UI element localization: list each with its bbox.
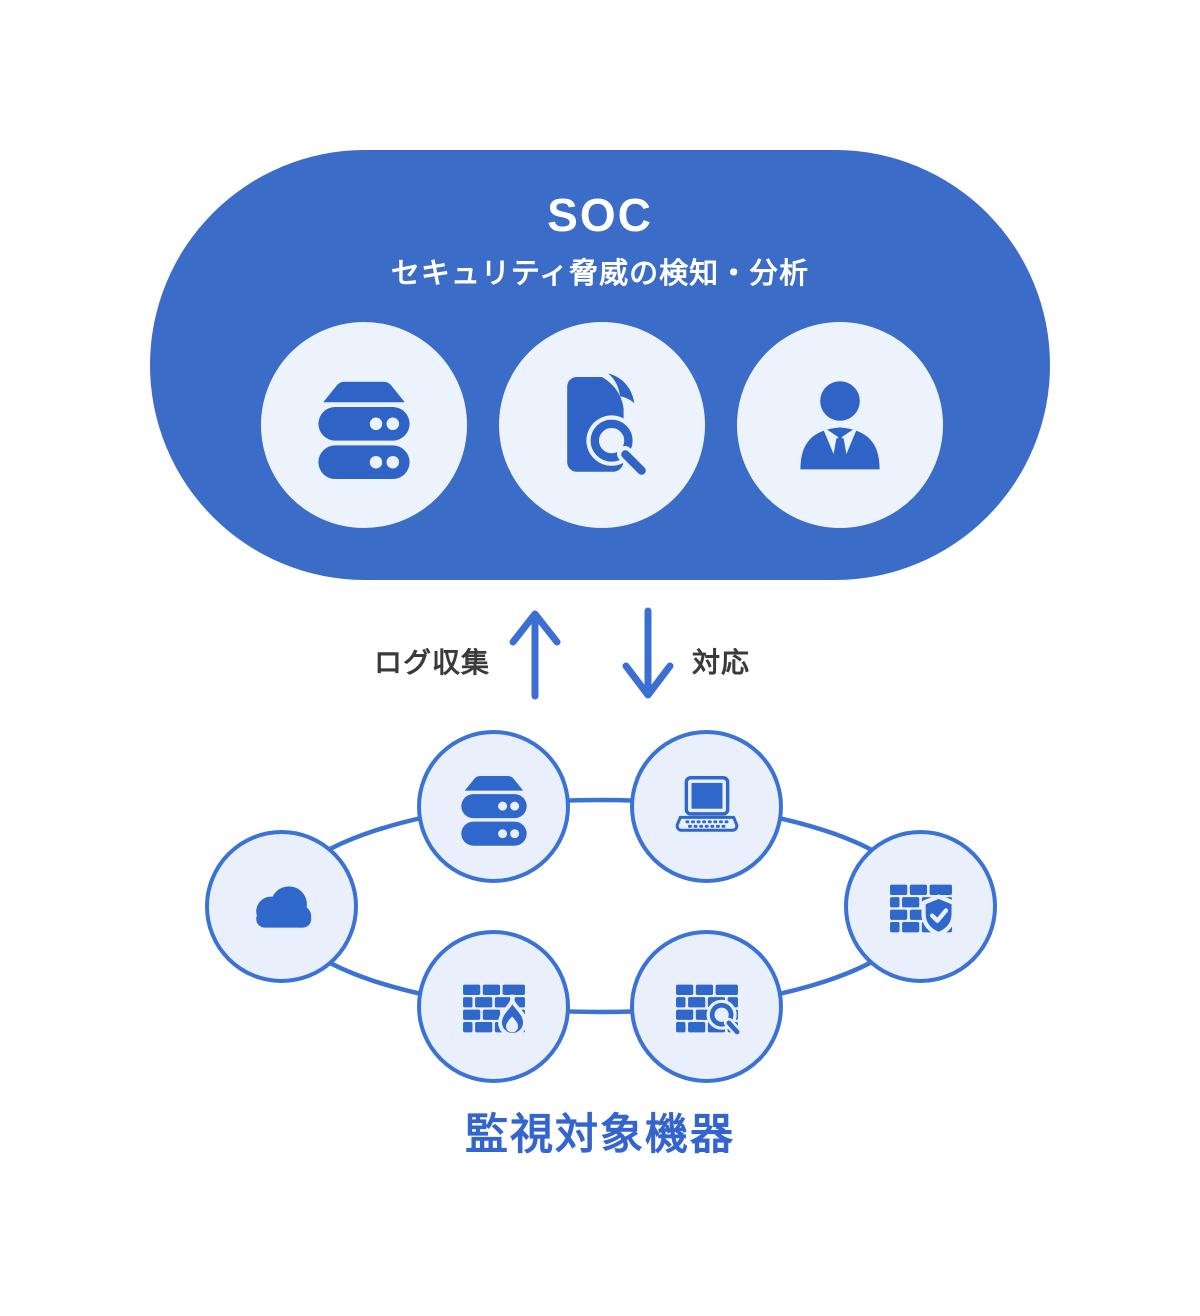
flow-arrows [509,607,674,700]
soc-title: SOC [547,189,653,241]
server-icon [318,381,410,479]
device-firewall-search [630,930,783,1083]
log-collection-label: ログ収集 [373,647,490,678]
firewall-fire-icon [462,984,527,1037]
device-firewall-fire [417,930,570,1083]
device-firewall-shield [844,830,997,983]
soc-subtitle: セキュリティ脅威の検知・分析 [390,258,810,290]
analyst-icon [800,381,880,470]
response-label: 対応 [692,647,751,678]
device-server [417,730,570,883]
laptop-icon [675,775,738,832]
soc-circle-analyst [737,322,943,528]
soc-circle-analysis [499,322,705,528]
cloud-icon [255,885,311,928]
response-down-arrow [622,607,674,699]
device-cloud [205,830,358,983]
firewall-search-icon [675,984,742,1037]
device-laptop [630,730,783,883]
log-collection-up-arrow [509,610,561,700]
devices-caption: 監視対象機器 [465,1111,735,1159]
server-icon [460,775,527,846]
soc-circle-server [261,322,467,528]
firewall-shield-icon [889,884,956,936]
file-search-icon [567,373,649,478]
